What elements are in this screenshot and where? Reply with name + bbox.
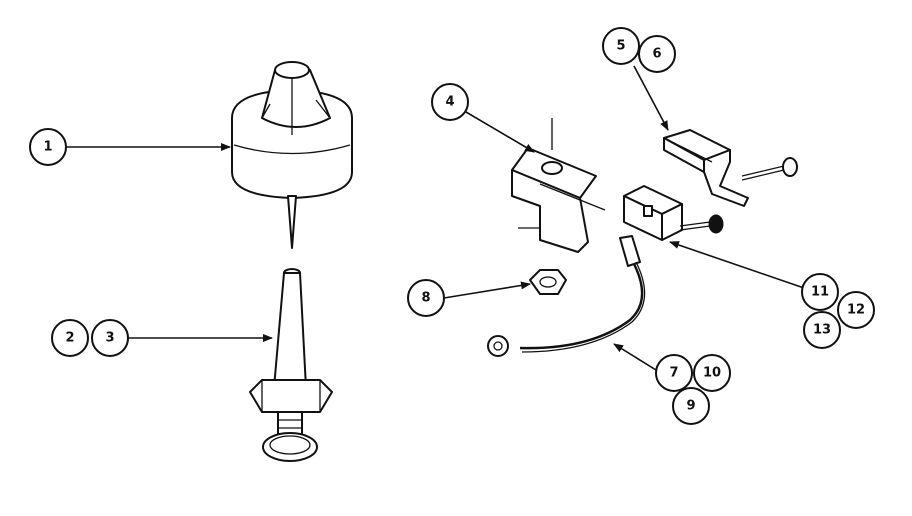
callout-13: 13 — [803, 311, 841, 349]
callout-2: 2 — [51, 319, 89, 357]
callout-4: 4 — [431, 83, 469, 121]
callout-11: 11 — [801, 273, 839, 311]
shaft-part — [249, 268, 333, 462]
callout-1: 1 — [29, 128, 67, 166]
svg-text:13: 13 — [813, 323, 831, 338]
knob-part — [231, 61, 353, 249]
switch-part — [619, 185, 683, 267]
callout-6: 6 — [638, 35, 676, 73]
callout-5: 5 — [602, 27, 640, 65]
svg-text:3: 3 — [105, 331, 114, 346]
svg-text:8: 8 — [421, 291, 430, 306]
svg-text:10: 10 — [703, 366, 721, 381]
callout-7: 7 — [655, 354, 693, 392]
wire-lead-part — [487, 261, 646, 357]
svg-text:11: 11 — [811, 285, 829, 300]
callout-10: 10 — [693, 354, 731, 392]
callout-9: 9 — [672, 387, 710, 425]
svg-text:12: 12 — [847, 303, 865, 318]
svg-text:5: 5 — [616, 39, 625, 54]
bracket-part — [511, 118, 606, 253]
callout-8: 8 — [407, 279, 445, 317]
screw-lower — [679, 214, 724, 234]
svg-text:6: 6 — [652, 47, 661, 62]
callout-12: 12 — [837, 291, 875, 329]
svg-text:1: 1 — [43, 140, 52, 155]
callout-3: 3 — [91, 319, 129, 357]
clip-part — [663, 129, 749, 207]
svg-text:7: 7 — [669, 366, 678, 381]
svg-text:4: 4 — [445, 95, 454, 110]
svg-text:2: 2 — [65, 331, 74, 346]
screw-upper — [741, 157, 798, 181]
svg-text:9: 9 — [686, 399, 695, 414]
nut-part — [529, 269, 567, 295]
leader-lines — [66, 65, 805, 371]
